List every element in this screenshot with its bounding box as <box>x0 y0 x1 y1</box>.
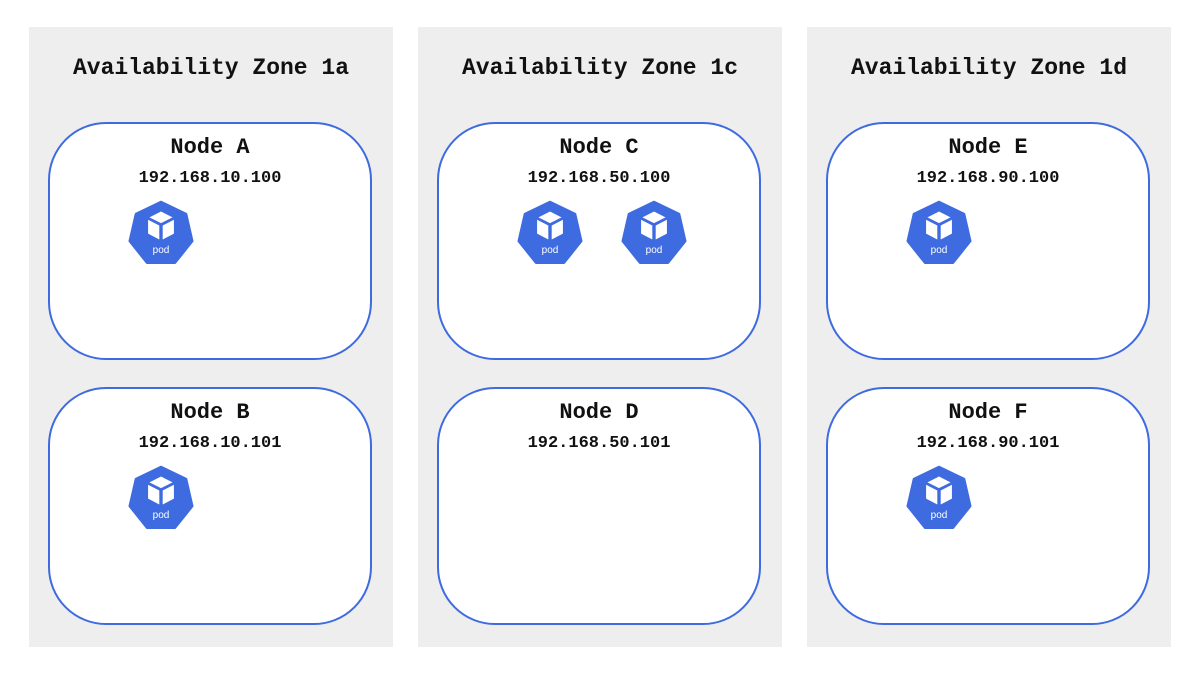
zone-title: Availability Zone 1c <box>461 55 739 81</box>
node-ip: 192.168.10.100 <box>138 169 282 188</box>
pod-label: pod <box>930 245 948 256</box>
pod-label: pod <box>152 245 170 256</box>
node-d: Node D 192.168.50.101 <box>437 387 761 625</box>
pod-icon: pod <box>127 200 195 268</box>
kubernetes-pod-icon <box>128 465 194 530</box>
node-c: Node C 192.168.50.100 pod pod <box>437 122 761 360</box>
pod-icon: pod <box>905 200 973 268</box>
kubernetes-pod-icon <box>621 200 687 265</box>
pod-label: pod <box>152 510 170 521</box>
node-name: Node D <box>559 400 639 425</box>
node-a: Node A 192.168.10.100 pod <box>48 122 372 360</box>
node-name: Node F <box>948 400 1028 425</box>
node-ip: 192.168.90.101 <box>916 434 1060 453</box>
kubernetes-pod-icon <box>128 200 194 265</box>
node-name: Node E <box>948 135 1028 160</box>
node-b: Node B 192.168.10.101 pod <box>48 387 372 625</box>
kubernetes-pod-icon <box>906 200 972 265</box>
pod-icon: pod <box>905 465 973 533</box>
zone-title: Availability Zone 1d <box>850 55 1128 81</box>
node-f: Node F 192.168.90.101 pod <box>826 387 1150 625</box>
pod-label: pod <box>541 245 559 256</box>
availability-zone-1d: Availability Zone 1d Node E 192.168.90.1… <box>807 27 1171 647</box>
node-name: Node C <box>559 135 639 160</box>
node-ip: 192.168.50.101 <box>527 434 671 453</box>
node-ip: 192.168.10.101 <box>138 434 282 453</box>
node-e: Node E 192.168.90.100 pod <box>826 122 1150 360</box>
pod-icon: pod <box>127 465 195 533</box>
pod-label: pod <box>930 510 948 521</box>
availability-zone-1a: Availability Zone 1a Node A 192.168.10.1… <box>29 27 393 647</box>
kubernetes-pod-icon <box>517 200 583 265</box>
node-name: Node A <box>170 135 250 160</box>
zone-title: Availability Zone 1a <box>72 55 350 81</box>
pod-label: pod <box>645 245 663 256</box>
kubernetes-pod-icon <box>906 465 972 530</box>
pod-icon: pod <box>516 200 584 268</box>
availability-zone-1c: Availability Zone 1c Node C 192.168.50.1… <box>418 27 782 647</box>
pod-icon: pod <box>620 200 688 268</box>
node-ip: 192.168.50.100 <box>527 169 671 188</box>
node-ip: 192.168.90.100 <box>916 169 1060 188</box>
node-name: Node B <box>170 400 250 425</box>
